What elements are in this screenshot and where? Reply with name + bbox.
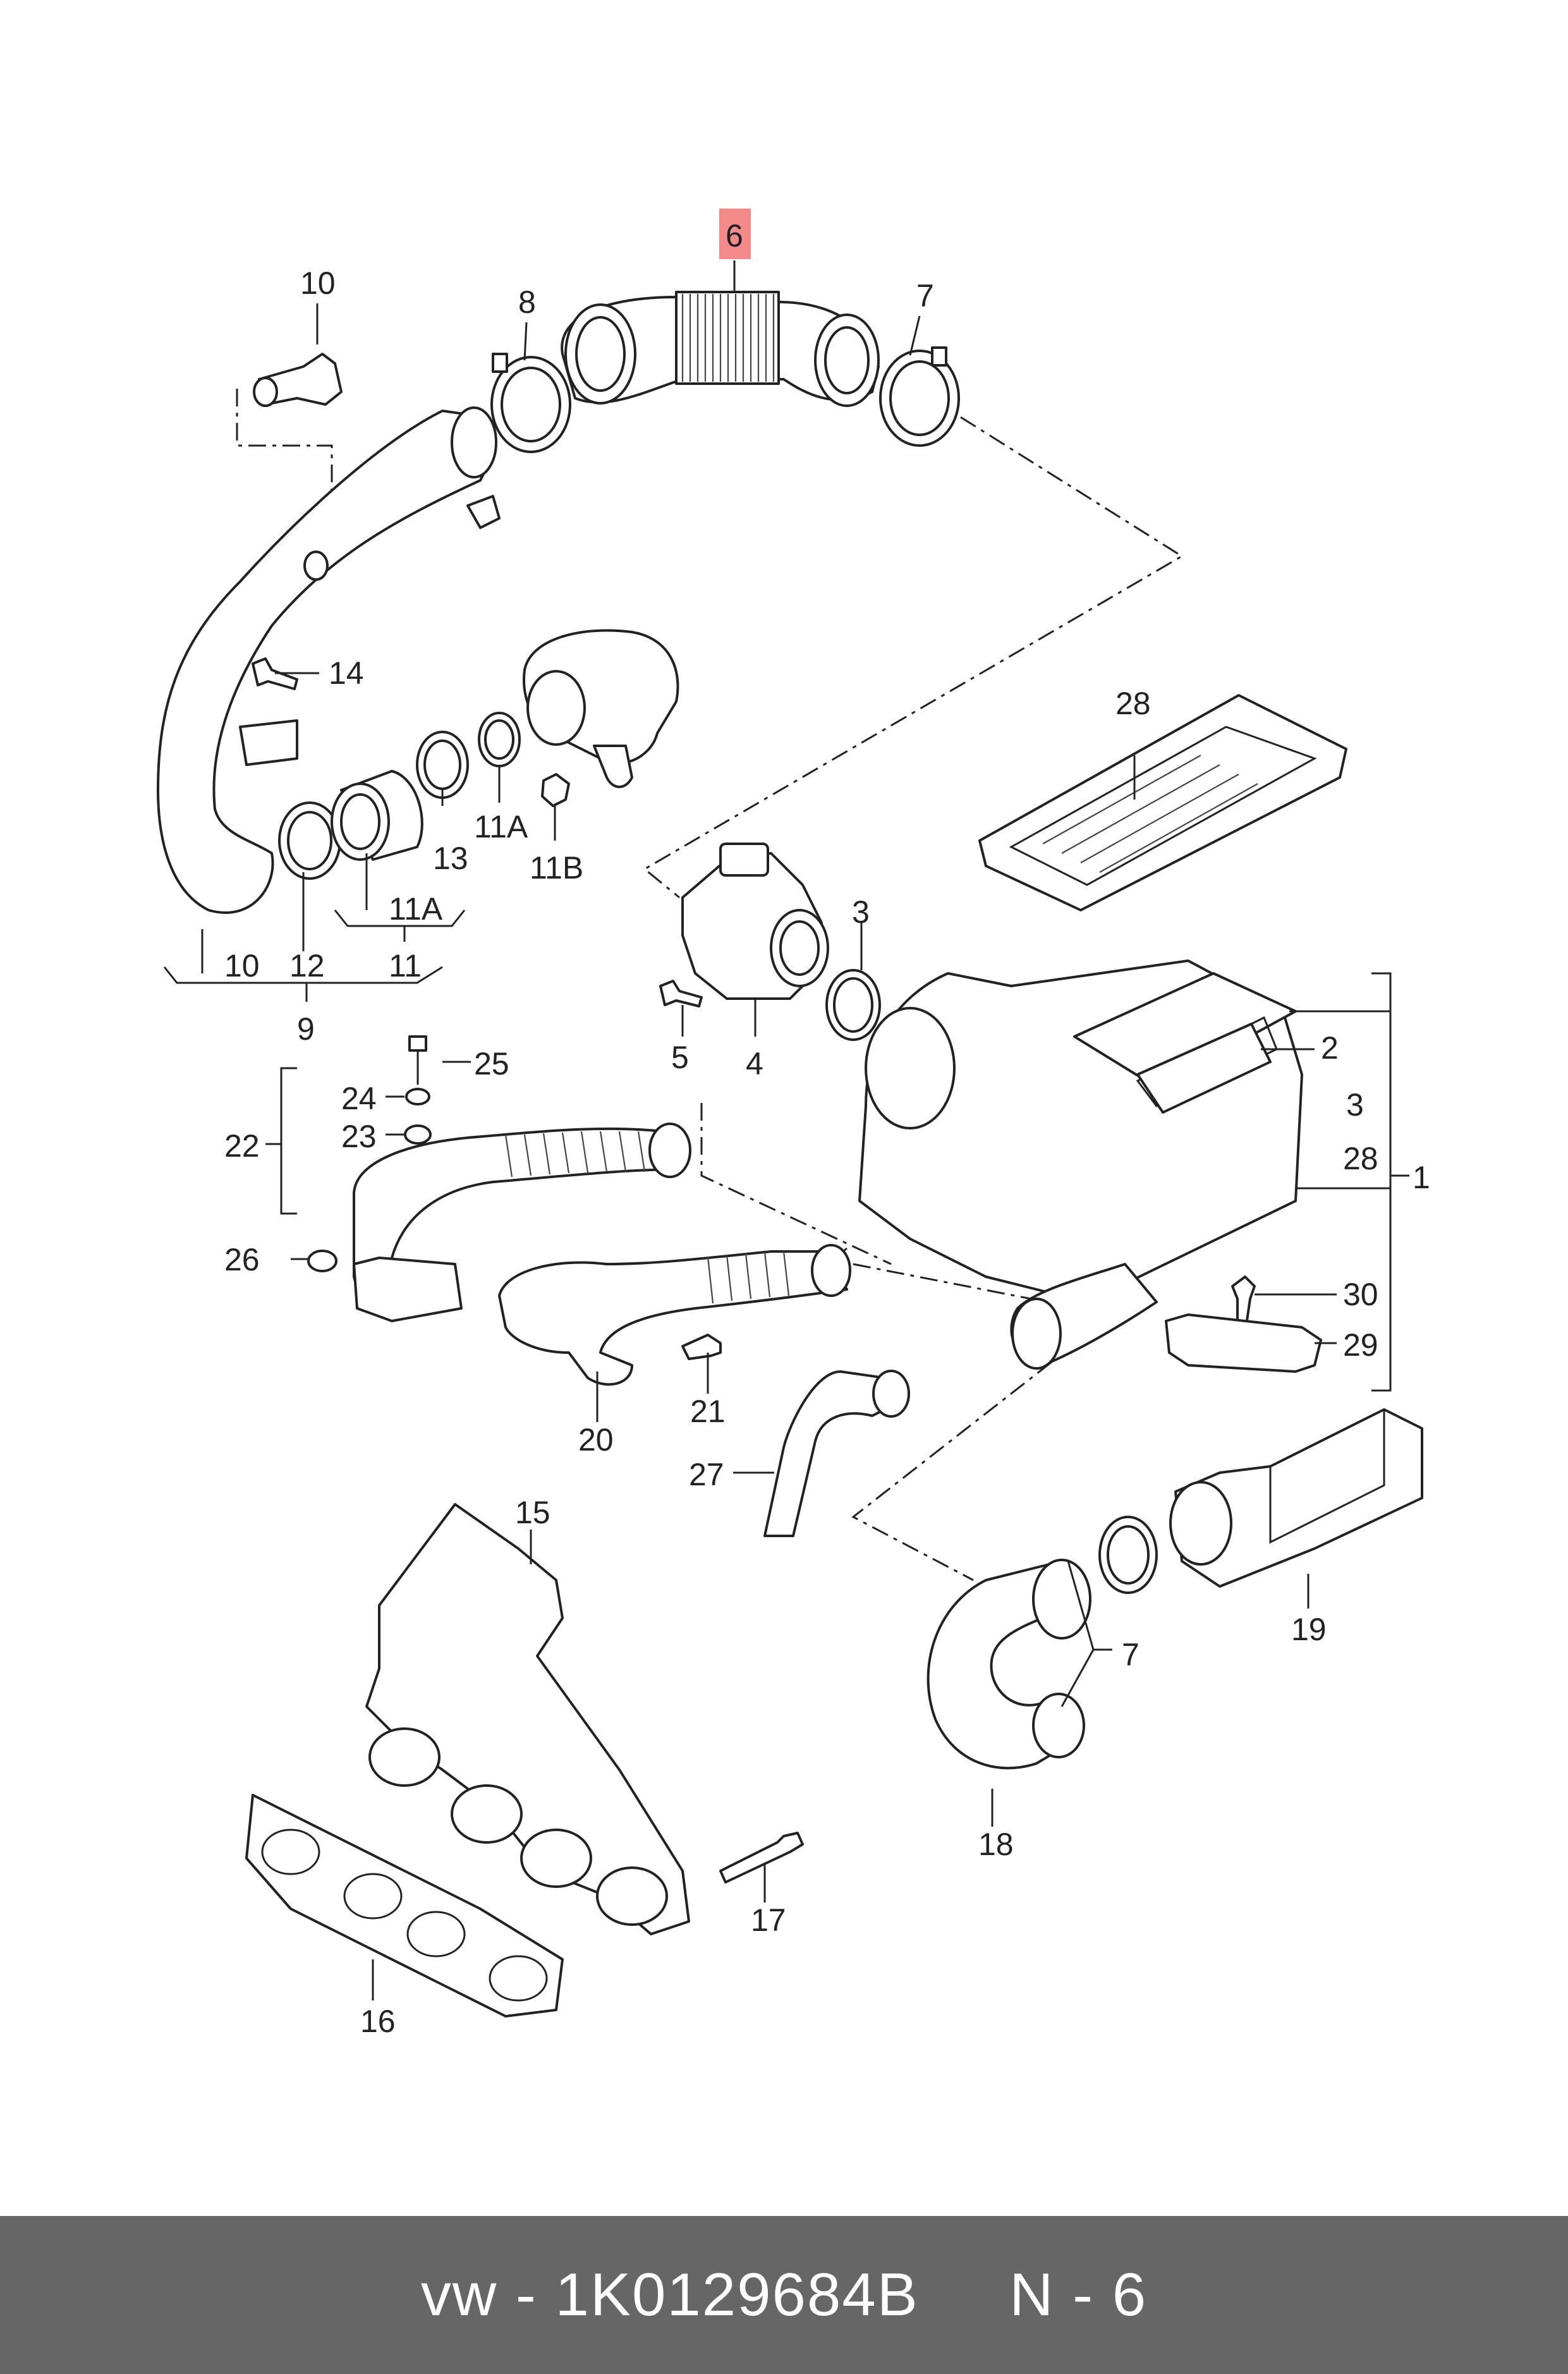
callout-2: 2 [1321,1030,1339,1066]
callout-25: 25 [474,1046,509,1081]
callout-24: 24 [341,1081,377,1116]
part-17-bolt [719,1832,804,1884]
callout-14: 14 [329,655,364,691]
part-1-air-filter-housing [858,959,1303,1370]
part-7-hose-clamp-lower [1098,1516,1158,1594]
callout-3-seal: 3 [852,894,870,930]
callout-7-bottom: 7 [1122,1637,1140,1672]
part-11-hose [331,770,423,861]
part-19-air-duct [1169,1408,1423,1588]
part-18-intake-bend [927,1559,1091,1770]
bracket-lines-9-11 [163,910,466,1002]
callout-16: 16 [360,2004,396,2039]
callout-29: 29 [1343,1327,1378,1363]
part-2-cover-plate [1136,1023,1272,1114]
part-11A-o-ring [478,712,521,767]
callout-22: 22 [224,1128,260,1164]
callout-4: 4 [746,1046,763,1081]
part-26-nut [307,1250,337,1272]
callout-11A-left: 11A [389,891,443,927]
callout-28-right: 28 [1343,1141,1378,1176]
callout-11B: 11B [530,850,583,886]
part-13-clamp [416,731,469,799]
callout-9: 9 [297,1011,315,1047]
part-28-filter-element [978,694,1347,911]
part-20-hose [498,1244,851,1386]
part-6-corrugated-intake-hose [561,291,880,407]
callout-3-right: 3 [1346,1087,1364,1123]
callout-1: 1 [1413,1160,1430,1195]
part-11B-plug [541,773,570,807]
part-21-screw [681,1334,722,1360]
part-29-bracket [1165,1313,1322,1373]
callout-8: 8 [518,284,536,320]
part-22-hose-assembly [353,1123,691,1322]
part-24-washer [405,1088,430,1105]
part-7-hose-clamp-top [879,346,960,447]
callout-15: 15 [515,1495,550,1530]
callout-20: 20 [578,1422,614,1458]
part-25-bolt [408,1035,427,1085]
part-5-screw [659,980,703,1007]
callout-18: 18 [978,1827,1014,1862]
callout-11: 11 [389,948,422,983]
exploded-parts-diagram: 6 7 8 10 14 11A 11B 13 11A 10 12 11 9 28… [157,209,1430,2039]
callout-13: 13 [433,841,468,876]
callout-7-top: 7 [916,278,934,313]
part-10-charge-air-pipe [157,406,501,914]
part-27-breather-hose [763,1370,910,1537]
callout-11A-right: 11A [474,809,528,844]
leader-lines [201,260,1409,2000]
highlight-marker [719,209,751,259]
callout-21: 21 [690,1394,726,1429]
part-12-clamp [278,801,341,880]
part-4-air-mass-meter [681,843,829,1000]
callout-labels: 6 7 8 10 14 11A 11B 13 11A 10 12 11 9 28… [224,218,1430,2039]
callout-12: 12 [289,948,325,983]
part-8-hose-clamp [490,353,571,453]
part-3-seal [825,969,881,1041]
callout-6: 6 [726,218,743,253]
callout-19: 19 [1291,1612,1327,1647]
part-15-intake-manifold [365,1503,690,1935]
callout-30: 30 [1343,1277,1378,1312]
callout-17: 17 [751,1902,786,1938]
callout-27: 27 [689,1457,724,1492]
part-10-sensor [253,353,343,407]
part-23-nut [404,1124,432,1145]
callout-23: 23 [341,1119,377,1154]
callout-10-top: 10 [300,265,336,301]
turbocharger [523,629,679,788]
callout-28-top: 28 [1115,686,1151,721]
callout-5: 5 [671,1040,689,1075]
callout-10-bottom: 10 [224,948,260,983]
footer-part-number-text: vw - 1K0129684B N - 6 [420,2261,1148,2328]
part-16-manifold-gasket [245,1794,564,2018]
callout-26: 26 [224,1242,260,1277]
part-number-footer: vw - 1K0129684B N - 6 [0,2216,1568,2374]
